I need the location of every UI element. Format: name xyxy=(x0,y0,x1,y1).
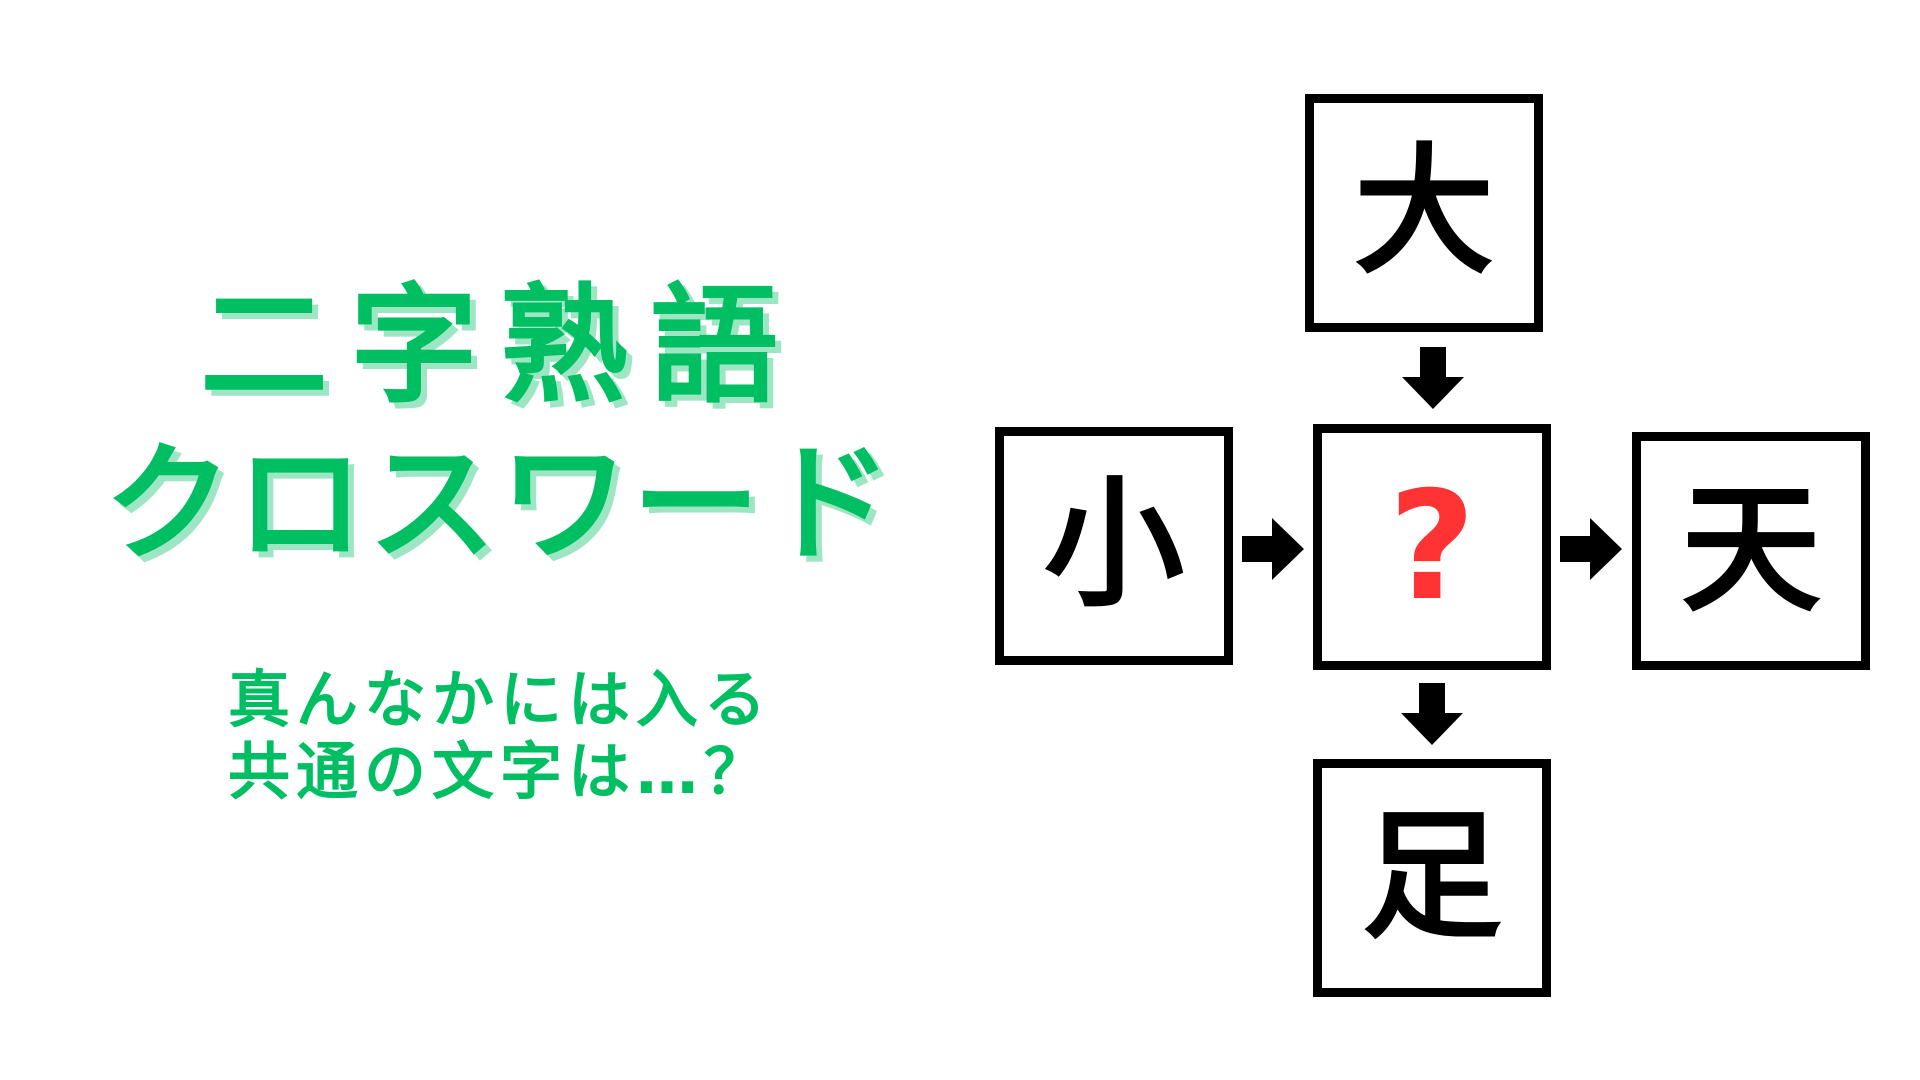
question-mark: ? xyxy=(1388,460,1476,634)
puzzle-box-center: ? xyxy=(1313,424,1551,670)
title-line-1: 二字熟語 xyxy=(199,272,800,421)
subtitle-line-2: 共通の文字は…？ xyxy=(227,735,772,808)
puzzle-box-top: 大 xyxy=(1305,94,1543,332)
puzzle-box-right: 天 xyxy=(1632,432,1870,670)
arrow-down-icon xyxy=(1402,347,1464,409)
subtitle-line-1: 真んなかには入る xyxy=(227,663,772,736)
puzzle-box-left: 小 xyxy=(995,427,1233,665)
arrow-right-icon xyxy=(1560,518,1622,580)
puzzle-char-top: 大 xyxy=(1353,131,1494,294)
title-line-2: クロスワード xyxy=(103,430,896,579)
puzzle-char-right: 天 xyxy=(1680,469,1821,632)
arrow-down-icon xyxy=(1401,683,1463,745)
puzzle-box-bottom: 足 xyxy=(1313,759,1551,997)
puzzle-char-bottom: 足 xyxy=(1361,796,1502,959)
puzzle-char-left: 小 xyxy=(1043,464,1184,627)
arrow-right-icon xyxy=(1242,518,1304,580)
